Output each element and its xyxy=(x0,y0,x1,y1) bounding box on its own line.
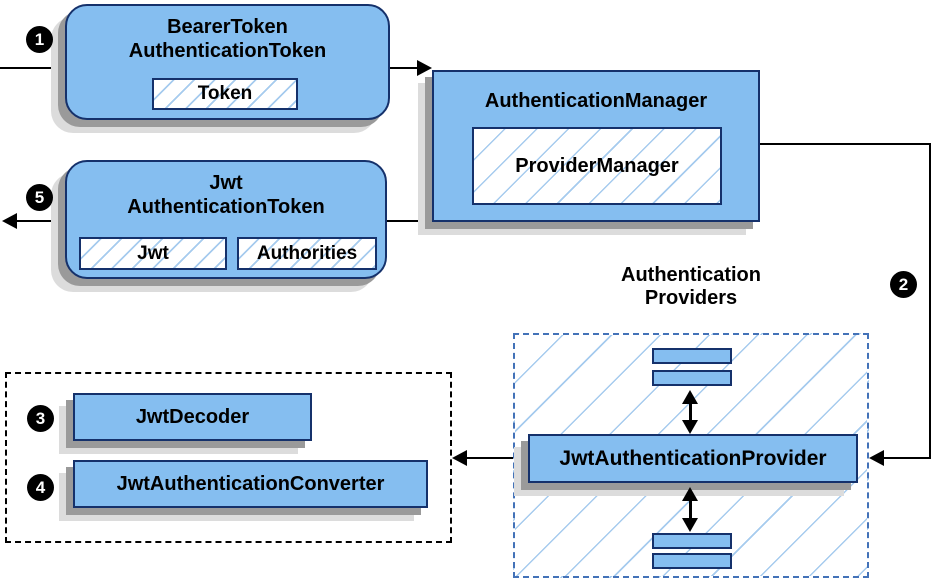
authentication-providers-label: Authentication Providers xyxy=(561,264,821,310)
step2-line-vertical xyxy=(929,143,931,459)
bearer-token-authentication-token-node: BearerToken AuthenticationToken Token xyxy=(65,4,390,120)
arrow-shaft xyxy=(688,400,692,424)
double-arrow-top-icon xyxy=(682,390,698,434)
provider-stack-top-item xyxy=(652,370,732,386)
provider-stack-bottom-item xyxy=(652,553,732,569)
arrow-down-icon xyxy=(682,518,698,532)
provider-to-decoder-arrowhead-icon xyxy=(452,450,467,466)
jwt-decoder-node: JwtDecoder xyxy=(73,393,312,441)
provider-stack-bottom-item xyxy=(652,533,732,549)
step1-incoming-line xyxy=(0,67,65,69)
providers-label-line2: Providers xyxy=(644,287,738,309)
step2-badge: 2 xyxy=(890,271,917,298)
provider-to-decoder-line xyxy=(466,457,513,459)
bearer-token-title-line2: AuthenticationToken xyxy=(128,40,327,62)
arrow-up-icon xyxy=(682,390,698,404)
provider-stack-top-item xyxy=(652,348,732,364)
step2-line-bottom xyxy=(883,457,931,459)
provider-manager-field: ProviderManager xyxy=(472,127,722,205)
jwt-token-title-line2: AuthenticationToken xyxy=(127,196,325,218)
step5-outgoing-line xyxy=(16,220,65,222)
authentication-manager-node: AuthenticationManager ProviderManager xyxy=(432,70,760,222)
bearer-token-title: BearerToken AuthenticationToken xyxy=(67,15,388,63)
authorities-field: Authorities xyxy=(237,237,377,270)
step1-arrowhead-right-icon xyxy=(417,60,432,76)
jwt-authentication-provider-node: JwtAuthenticationProvider xyxy=(528,434,858,483)
double-arrow-bottom-icon xyxy=(682,487,698,532)
jwt-authentication-token-node: Jwt AuthenticationToken Jwt Authorities xyxy=(65,160,387,279)
jwt-token-title: Jwt AuthenticationToken xyxy=(67,171,385,219)
step5-arrowhead-left-icon xyxy=(2,213,17,229)
arrow-shaft xyxy=(688,497,692,522)
arrow-up-icon xyxy=(682,487,698,501)
jwt-token-title-line1: Jwt xyxy=(209,172,243,194)
step2-arrowhead-left-icon xyxy=(869,450,884,466)
step4-badge: 4 xyxy=(27,474,54,501)
token-field: Token xyxy=(152,78,298,110)
step1-badge: 1 xyxy=(26,26,53,53)
bearer-token-title-line1: BearerToken xyxy=(167,16,288,38)
jwt-authentication-converter-node: JwtAuthenticationConverter xyxy=(73,460,428,508)
providers-label-line1: Authentication xyxy=(621,264,761,286)
step1-connector-line xyxy=(390,67,418,69)
authentication-manager-title: AuthenticationManager xyxy=(484,90,708,112)
jwt-field: Jwt xyxy=(79,237,227,270)
arrow-down-icon xyxy=(682,420,698,434)
step3-badge: 3 xyxy=(27,405,54,432)
step5-badge: 5 xyxy=(26,184,53,211)
step2-line-top xyxy=(760,143,931,145)
step5-connector-line xyxy=(387,220,433,222)
